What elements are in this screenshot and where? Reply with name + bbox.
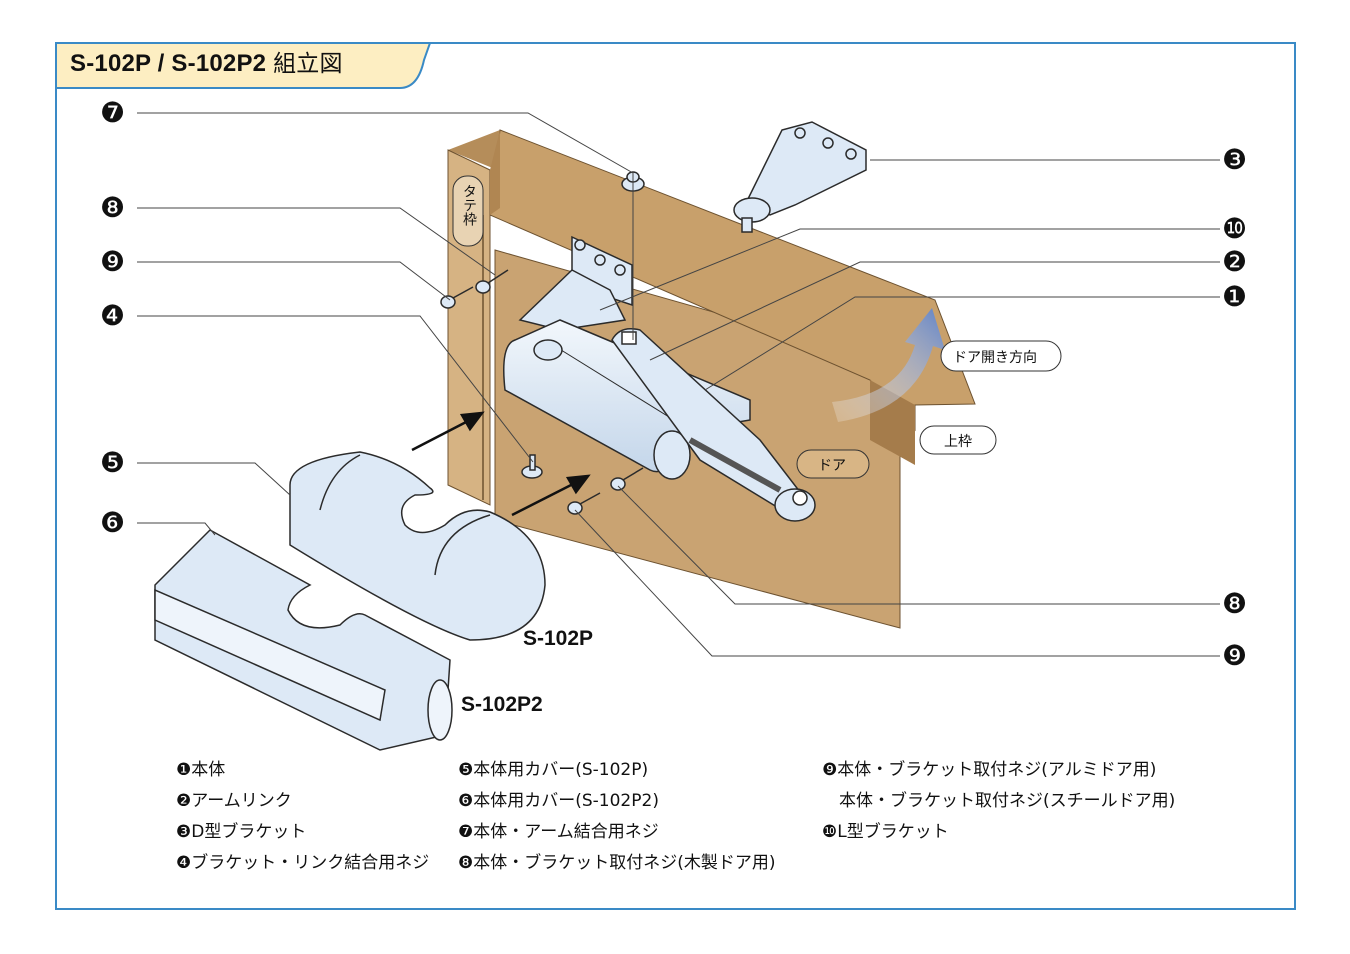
title-model: S-102P / S-102P2: [70, 50, 267, 77]
open-direction-arrow: [832, 308, 945, 422]
cover-s102p: [289, 451, 546, 641]
legend-item: 本体・ブラケット取付ネジ(スチールドア用): [822, 791, 1176, 811]
top-frame-label-box: [919, 425, 997, 455]
door-label: ドア: [818, 458, 846, 474]
screw-8-bottom: [610, 467, 644, 491]
legend-item: ❾本体・ブラケット取付ネジ(アルミドア用): [822, 760, 1157, 780]
title-tab: [55, 42, 432, 89]
callout-7-left: ❼: [100, 96, 126, 129]
leader-lines: [137, 112, 1220, 657]
door-direction-label: ドア開き方向: [953, 350, 1037, 366]
cover-s102p2: [154, 529, 453, 751]
door-label-box: [796, 449, 870, 479]
legend-item: ❹ブラケット・リンク結合用ネジ: [176, 853, 430, 873]
legend-item: ❻本体用カバー(S-102P2): [458, 791, 659, 811]
legend-column-1: ❶本体 ❷アームリンク ❸D型ブラケット ❹ブラケット・リンク結合用ネジ: [176, 755, 429, 879]
screw-8-top: [475, 269, 509, 294]
callout-9-left: ❾: [100, 245, 126, 278]
cover-p2-label: S-102P2: [461, 693, 543, 716]
callout-1-right: ❶: [1222, 280, 1248, 313]
callout-9-right: ❾: [1222, 639, 1248, 672]
screw-9-bottom: [567, 492, 601, 515]
top-frame-label: 上枠: [944, 434, 972, 450]
cover-p-label: S-102P: [523, 627, 594, 650]
vertical-frame-label: タテ枠: [461, 184, 477, 226]
assembly-arrows: [411, 411, 591, 517]
legend-item: ❼本体・アーム結合用ネジ: [458, 822, 659, 842]
legend-item: ❷アームリンク: [176, 791, 292, 811]
closer-body: [503, 319, 816, 522]
legend-item: ❿L型ブラケット: [822, 822, 949, 842]
callout-5-left: ❺: [100, 446, 126, 479]
callout-2-right: ❷: [1222, 245, 1248, 278]
callout-4-left: ❹: [100, 299, 126, 332]
legend-item: ❺本体用カバー(S-102P): [458, 760, 649, 780]
vertical-frame-label-box: [452, 175, 484, 247]
callout-8-left: ❽: [100, 191, 126, 224]
legend-item: ❶本体: [176, 760, 226, 780]
callout-10-right: ❿: [1222, 212, 1248, 245]
callout-8-right: ❽: [1222, 587, 1248, 620]
page-title: S-102P / S-102P2 組立図: [70, 44, 343, 78]
legend-item: ❽本体・ブラケット取付ネジ(木製ドア用): [458, 853, 776, 873]
d-bracket: [733, 121, 867, 233]
diagram-frame: [55, 42, 1296, 910]
callout-3-right: ❸: [1222, 143, 1248, 176]
screw-9-top: [440, 286, 474, 309]
legend-column-3: ❾本体・ブラケット取付ネジ(アルミドア用) 本体・ブラケット取付ネジ(スチールド…: [822, 755, 1175, 848]
title-suffix: 組立図: [273, 51, 343, 77]
legend-item: ❸D型ブラケット: [176, 822, 307, 842]
legend-column-2: ❺本体用カバー(S-102P) ❻本体用カバー(S-102P2) ❼本体・アーム…: [458, 755, 776, 879]
door-direction-label-box: [940, 340, 1062, 372]
callout-6-left: ❻: [100, 506, 126, 539]
